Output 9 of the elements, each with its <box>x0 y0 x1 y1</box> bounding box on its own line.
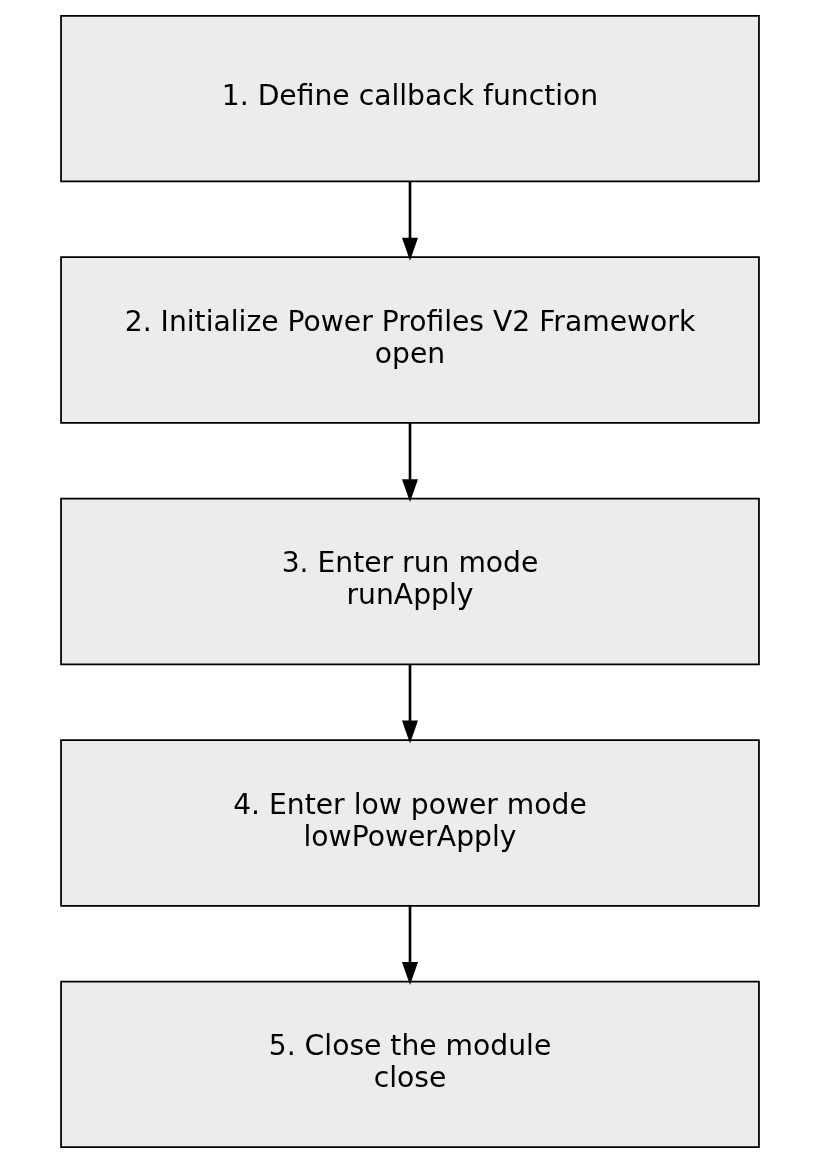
arrow <box>401 664 419 744</box>
node-box: 3. Enter run mode runApply <box>60 497 760 666</box>
node-box: 5. Close the module close <box>60 980 760 1149</box>
node-box: 2. Initialize Power Profiles V2 Framework open <box>60 256 760 424</box>
arrow <box>401 181 419 261</box>
arrow <box>401 905 419 985</box>
node-box: 1. Define callback function <box>60 14 760 183</box>
arrow <box>401 423 419 503</box>
node-box: 4. Enter low power mode lowPowerApply <box>60 739 760 907</box>
